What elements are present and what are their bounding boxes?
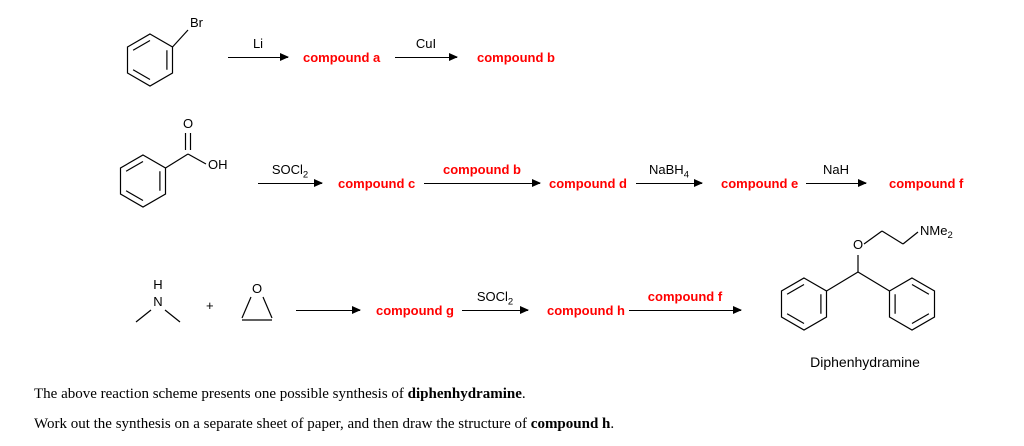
reaction-arrow — [462, 306, 529, 314]
reaction-step-li: Li — [228, 36, 289, 61]
instruction-line-2: Work out the synthesis on a separate she… — [34, 416, 614, 433]
reaction-step-compound-b: compound b — [424, 162, 541, 187]
reaction-arrow — [228, 53, 289, 61]
carbonyl-o-label: O — [183, 116, 193, 131]
instruction-bold-compound-h: compound h — [530, 416, 611, 432]
reagent-label-cui: CuI — [415, 36, 437, 51]
ether-o-label: O — [853, 237, 863, 252]
reaction-arrow — [258, 179, 323, 187]
reaction-step-compound-f: compound f — [629, 289, 742, 314]
diphenhydramine-structure: O NMe2 — [780, 223, 953, 331]
epoxide-structure: O — [241, 281, 273, 321]
hydroxyl-label: OH — [208, 157, 228, 172]
instruction-text: The above reaction scheme presents one p… — [34, 386, 408, 402]
benzene-ring — [780, 277, 828, 331]
reaction-arrow — [395, 53, 458, 61]
compound-d-label: compound d — [549, 176, 627, 191]
diphenhydramine-name: Diphenhydramine — [810, 354, 920, 370]
amine-n-label: N — [153, 294, 162, 309]
nme2-label: NMe2 — [920, 223, 953, 241]
ring-carbonyl-bond — [165, 153, 189, 169]
instruction-line-1: The above reaction scheme presents one p… — [34, 386, 526, 403]
reagent-label-li: Li — [252, 36, 264, 51]
reagent-label-nabh4: NaBH4 — [649, 162, 689, 181]
benzene-ring — [888, 277, 936, 331]
reaction-arrow — [806, 179, 867, 187]
compound-f-label: compound f — [889, 176, 964, 191]
dimethylamine-structure: H N — [135, 277, 181, 323]
compound-b-label: compound b — [477, 50, 555, 65]
instruction-text: . — [610, 416, 615, 432]
amine-h-label: H — [153, 277, 162, 292]
reaction-step-socl2-2: SOCl2 — [462, 289, 529, 314]
reagent-label-compound-f: compound f — [647, 289, 723, 304]
compound-a-label: compound a — [303, 50, 381, 65]
reaction-step-socl2: SOCl2 — [258, 162, 323, 187]
instruction-text: Work out the synthesis on a separate she… — [34, 416, 531, 432]
compound-e-label: compound e — [721, 176, 799, 191]
reaction-arrow — [636, 179, 703, 187]
reaction-step-nabh4: NaBH4 — [636, 162, 703, 187]
reaction-arrow — [296, 306, 361, 314]
instruction-bold-diphenhydramine: diphenhydramine — [407, 386, 522, 402]
compound-h-label: compound h — [547, 303, 625, 318]
plus-sign: + — [206, 298, 214, 313]
epoxide-o-label: O — [252, 281, 262, 296]
reagent-label-socl2: SOCl2 — [476, 289, 514, 308]
bromobenzene-structure: Br — [126, 15, 204, 87]
instruction-text: . — [521, 386, 526, 402]
benzoic-acid-structure: O OH — [119, 116, 228, 208]
reagent-label-compound-b: compound b — [443, 162, 521, 177]
reagent-label-nah: NaH — [822, 162, 849, 177]
reaction-step-cui: CuI — [395, 36, 458, 61]
compound-g-label: compound g — [376, 303, 454, 318]
reaction-arrow — [629, 306, 742, 314]
br-atom-label: Br — [190, 15, 204, 30]
compound-c-label: compound c — [338, 176, 416, 191]
benzene-ring — [119, 154, 167, 208]
reaction-step-nah: NaH — [806, 162, 867, 187]
c-oh-bond — [187, 153, 207, 165]
c-br-bond — [172, 29, 189, 48]
reagent-label-socl2: SOCl2 — [271, 162, 309, 181]
benzene-ring — [126, 33, 174, 87]
reaction-arrow — [424, 179, 541, 187]
